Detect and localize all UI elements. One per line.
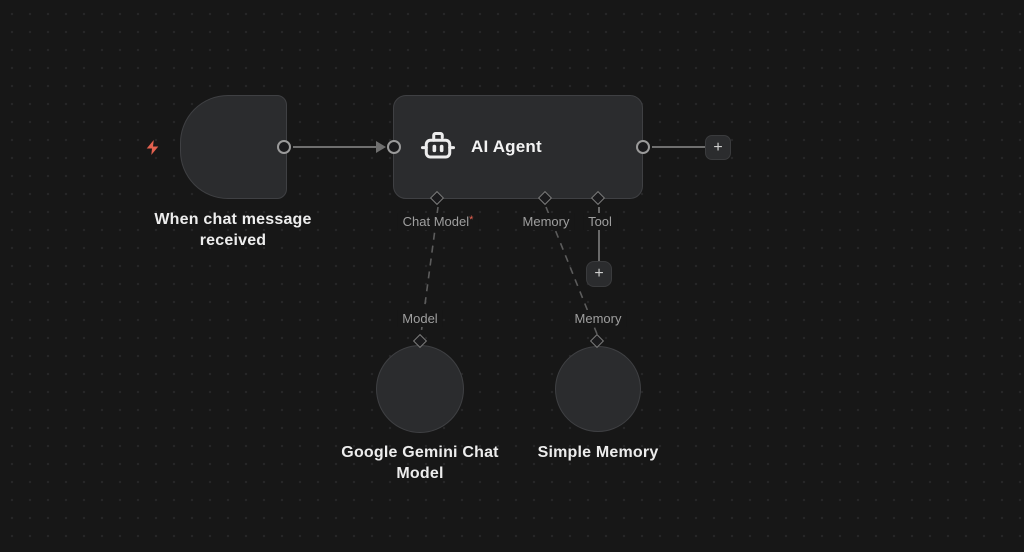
add-node-button[interactable]: + [705, 135, 731, 160]
required-asterisk: * [469, 214, 474, 226]
node-ai-agent[interactable]: AI Agent [393, 95, 643, 199]
agent-output-line[interactable] [652, 146, 705, 148]
agent-output-connector[interactable] [636, 140, 650, 154]
connection-arrowhead [376, 141, 386, 153]
node-google-gemini[interactable] [376, 345, 464, 433]
trigger-caption: When chat message received [154, 209, 311, 251]
gemini-caption-line2: Model [396, 465, 444, 482]
node-chat-trigger[interactable] [180, 95, 287, 199]
connection-memory [545, 206, 598, 335]
memory-port-label: Memory [569, 310, 627, 327]
port-label-memory: Memory [517, 213, 575, 230]
main-connection-line[interactable] [293, 146, 376, 148]
trigger-caption-line1: When chat message [154, 211, 312, 228]
plus-icon: + [713, 138, 723, 156]
trigger-caption-line2: received [199, 232, 267, 249]
agent-input-connector[interactable] [387, 140, 401, 154]
port-label-tool: Tool [583, 213, 617, 230]
gemini-caption: Google Gemini Chat Model [341, 442, 498, 484]
agent-title: AI Agent [471, 137, 542, 156]
gemini-port-label: Model [397, 310, 443, 327]
trigger-output-connector[interactable] [277, 140, 291, 154]
zap-icon [144, 137, 162, 158]
tool-stub-line [598, 207, 600, 262]
plus-icon: + [594, 265, 604, 282]
node-simple-memory[interactable] [555, 346, 641, 432]
simple-memory-caption-line: Simple Memory [537, 444, 659, 461]
bot-icon [419, 128, 457, 166]
add-tool-button[interactable]: + [586, 261, 612, 287]
port-label-chat-model: Chat Model* [397, 213, 479, 230]
simple-memory-caption: Simple Memory [538, 442, 659, 463]
gemini-caption-line1: Google Gemini Chat [341, 444, 499, 461]
